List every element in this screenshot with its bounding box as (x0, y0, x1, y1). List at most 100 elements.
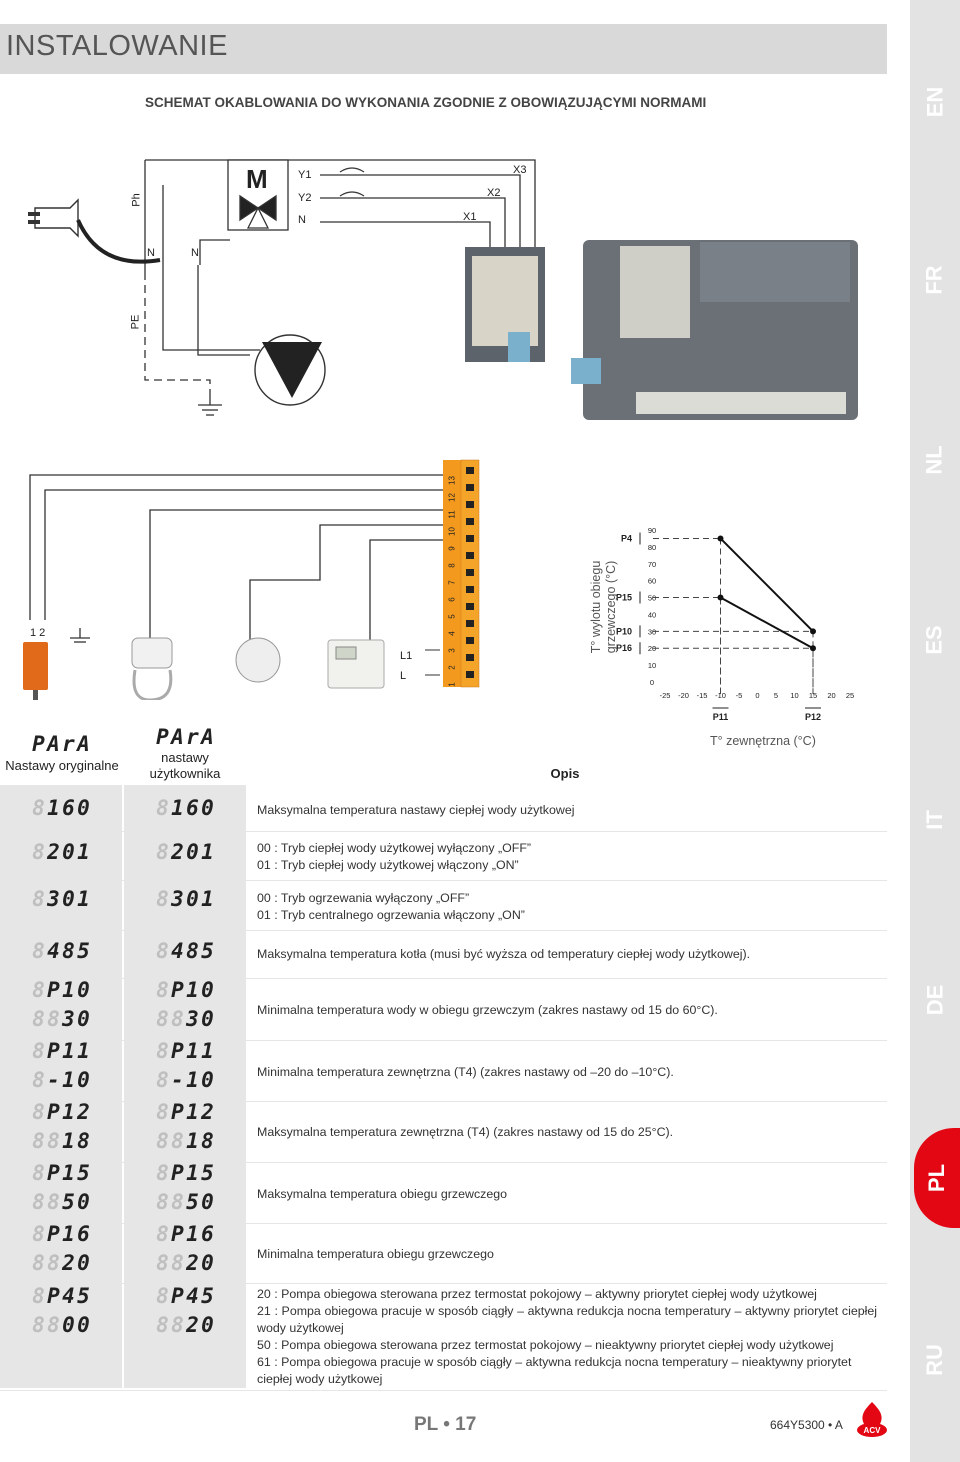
terminal-number: 2 (447, 665, 457, 670)
lcd-character: 8 (186, 939, 199, 963)
row-divider (0, 1162, 887, 1163)
tab-it[interactable]: IT (922, 810, 947, 830)
x-param-label: P11 (713, 712, 729, 722)
y-tick-label: 50 (648, 594, 656, 603)
motor-label: M (246, 164, 268, 194)
lcd-character: 5 (201, 1161, 214, 1185)
lcd-character: 4 (62, 1284, 75, 1308)
lcd-character: 5 (77, 1161, 90, 1185)
x-tick-label: 10 (790, 691, 798, 700)
lcd-character: 1 (201, 887, 214, 911)
tab-de[interactable]: DE (922, 984, 947, 1016)
header-bar (0, 24, 887, 74)
lcd-character: 1 (186, 1222, 199, 1246)
y-tick-label: 40 (648, 610, 656, 619)
lcd-ghost-segment: 8 (32, 1251, 45, 1275)
lcd-character: P (47, 1039, 60, 1063)
description-line: Maksymalna temperatura obiegu grzewczego (257, 1187, 508, 1201)
lcd-character: 6 (186, 796, 199, 820)
setting-description: 00 : Tryb ogrzewania wyłączony „OFF”01 :… (257, 890, 897, 924)
lcd-character: 0 (77, 1007, 90, 1031)
lcd-ghost-segment: 8 (32, 1313, 45, 1337)
lcd-character: 2 (62, 1251, 75, 1275)
lcd-character: 0 (201, 796, 214, 820)
data-point (810, 645, 816, 652)
y-tick-label: 80 (648, 543, 656, 552)
x-tick-label: -25 (660, 691, 671, 700)
tab-nl[interactable]: NL (921, 445, 947, 475)
x-tick-label: 25 (846, 691, 854, 700)
lcd-ghost-segment: 8 (32, 1161, 45, 1185)
column-original-bg (0, 785, 122, 1388)
terminal-number: 5 (447, 614, 457, 619)
row-divider (0, 1040, 887, 1041)
tab-pl[interactable]: PL (914, 1128, 960, 1228)
setting-description: Maksymalna temperatura obiegu grzewczego (257, 1186, 897, 1203)
lcd-character: 3 (186, 1007, 199, 1031)
lcd-character: A (47, 732, 60, 756)
column-desc-header: Opis (550, 766, 580, 781)
description-line: Minimalna temperatura wody w obiegu grze… (257, 1003, 718, 1017)
y-tick-label: 10 (648, 661, 656, 670)
lcd-character: 0 (201, 1007, 214, 1031)
tab-es[interactable]: ES (921, 625, 947, 655)
lcd-character: 0 (77, 1068, 90, 1092)
lcd-character: 0 (201, 1313, 214, 1337)
document-code: 664Y5300 • A (770, 1418, 843, 1432)
lcd-character: 2 (186, 1313, 199, 1337)
lcd-character: 0 (201, 1190, 214, 1214)
tab-fr[interactable]: FR (921, 265, 947, 295)
language-tab-strip (910, 0, 960, 1462)
row-divider (0, 1223, 887, 1224)
lcd-character: 1 (186, 1161, 199, 1185)
lcd-ghost-segment: 8 (156, 1007, 169, 1031)
description-line: 61 : Pompa obiegowa pracuje w sposób cią… (257, 1355, 852, 1386)
lcd-character: 1 (77, 887, 90, 911)
tab-ru[interactable]: RU (922, 1344, 947, 1376)
y-tick-label: 70 (648, 560, 656, 569)
lcd-character: 0 (201, 1068, 214, 1092)
x-tick-label: -10 (715, 691, 726, 700)
chart-ylabel: T° wylotu obiegu grzewczego (°C) (589, 560, 618, 654)
lcd-ghost-segment: 8 (32, 840, 45, 864)
lcd-character: 5 (201, 1284, 214, 1308)
description-line: Maksymalna temperatura zewnętrzna (T4) (… (257, 1125, 674, 1139)
lcd-ghost-segment: 8 (156, 1222, 169, 1246)
lcd-ghost-segment: 8 (156, 1190, 169, 1214)
lcd-ghost-segment: 8 (47, 1313, 60, 1337)
lcd-character: 0 (77, 1251, 90, 1275)
lcd-character: 6 (62, 796, 75, 820)
lcd-character: 1 (201, 840, 214, 864)
x3-label: X3 (513, 164, 527, 176)
lcd-character: 5 (201, 939, 214, 963)
lcd-character: P (47, 1284, 60, 1308)
lcd-character: 0 (62, 840, 75, 864)
lcd-ghost-segment: 8 (47, 1251, 60, 1275)
terminal-number: 8 (447, 563, 457, 568)
lcd-character: P (156, 725, 169, 749)
n-label-2: N (191, 247, 199, 259)
pe-label: PE (129, 314, 142, 330)
lcd-character: 1 (62, 1222, 75, 1246)
lcd-character: 1 (62, 1068, 75, 1092)
n-label-3: N (298, 214, 306, 226)
terminal-12-label: 1 2 (30, 627, 46, 639)
lcd-character: 0 (201, 978, 214, 1002)
terminal-number: 6 (447, 597, 457, 602)
l-label: L (400, 670, 407, 682)
setting-description: Maksymalna temperatura kotła (musi być w… (257, 946, 897, 963)
setting-description: Minimalna temperatura zewnętrzna (T4) (z… (257, 1064, 897, 1081)
tab-en[interactable]: EN (922, 86, 947, 118)
lcd-character: 0 (62, 1313, 75, 1337)
row-divider (0, 880, 887, 881)
x2-label: X2 (487, 187, 501, 199)
